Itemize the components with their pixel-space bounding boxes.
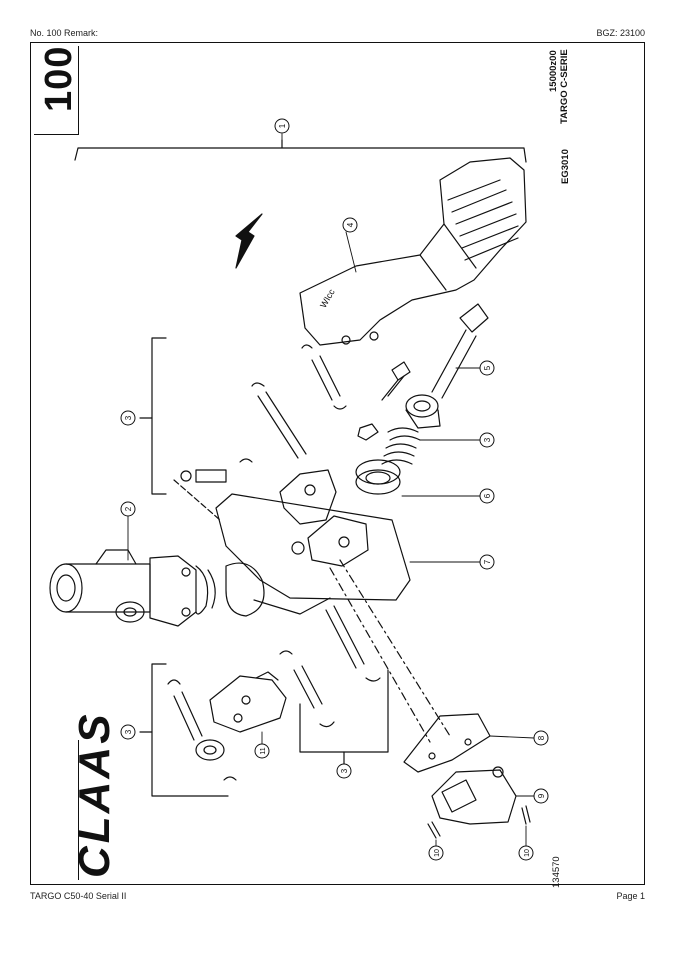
assembly-bracket [74,139,527,163]
svg-text:9: 9 [537,793,546,798]
bracket-3-lower-right [299,669,389,753]
callout-3-a: 3 [120,410,136,426]
alignment-line [329,559,451,743]
upper-pins [239,344,347,463]
small-bolt [180,469,227,483]
callout-4: 4 [342,217,358,233]
callout-8: 8 [533,730,549,746]
svg-text:4: 4 [346,222,355,227]
header-bgz: BGZ: 23100 [596,28,645,38]
bracket-3-lower-left [151,663,229,797]
svg-text:11: 11 [260,747,267,754]
bushing [355,459,401,495]
logo-divider [78,740,80,880]
svg-text:WIcc: WIcc [318,287,337,310]
housing [215,469,411,601]
lower-pin [325,605,381,682]
callout-3-d: 3 [336,763,352,779]
leader-lines [127,133,535,847]
master-cylinder [49,549,331,627]
lower-roller [167,650,335,781]
callout-10-b: 10 [518,845,534,861]
svg-text:3: 3 [124,729,133,734]
drawing-frame [30,42,645,885]
screw-left [427,821,441,839]
svg-text:2: 2 [124,506,133,511]
svg-text:1: 1 [278,123,287,128]
callouts: 1 4 2 3 5 3 6 7 3 11 3 8 9 10 10 [120,118,549,861]
callout-11: 11 [254,743,270,759]
spring [381,427,421,465]
svg-text:3: 3 [483,437,492,442]
svg-text:6: 6 [483,493,492,498]
sensor-plate [403,713,491,773]
bracket-3-upper [151,337,167,495]
callout-7: 7 [479,554,495,570]
callout-10-a: 10 [428,845,444,861]
sensor-switch [431,766,517,825]
pedal-part: WIcc [299,157,527,346]
screw-right [521,805,531,825]
alignment-line-left [173,479,221,521]
svg-text:5: 5 [483,365,492,370]
callout-9: 9 [533,788,549,804]
svg-text:3: 3 [124,415,133,420]
lower-bracket [209,671,287,733]
svg-text:7: 7 [483,559,492,564]
footer-page: Page 1 [616,891,645,901]
svg-text:10: 10 [524,849,531,857]
callout-1: 1 [274,118,290,134]
clevis-rod [405,303,489,429]
callout-6: 6 [479,488,495,504]
nut [357,423,379,441]
page-number-box [34,46,79,135]
footer-model: TARGO C50-40 Serial II [30,891,127,901]
callout-3-c: 3 [120,724,136,740]
svg-text:8: 8 [537,735,546,740]
callout-5: 5 [479,360,495,376]
callout-2: 2 [120,501,136,517]
svg-text:10: 10 [434,849,441,857]
callout-3-b: 3 [479,432,495,448]
direction-arrow-icon [235,213,263,269]
header-remark: No. 100 Remark: [30,28,99,38]
bolt [381,361,411,401]
svg-text:3: 3 [340,768,349,773]
